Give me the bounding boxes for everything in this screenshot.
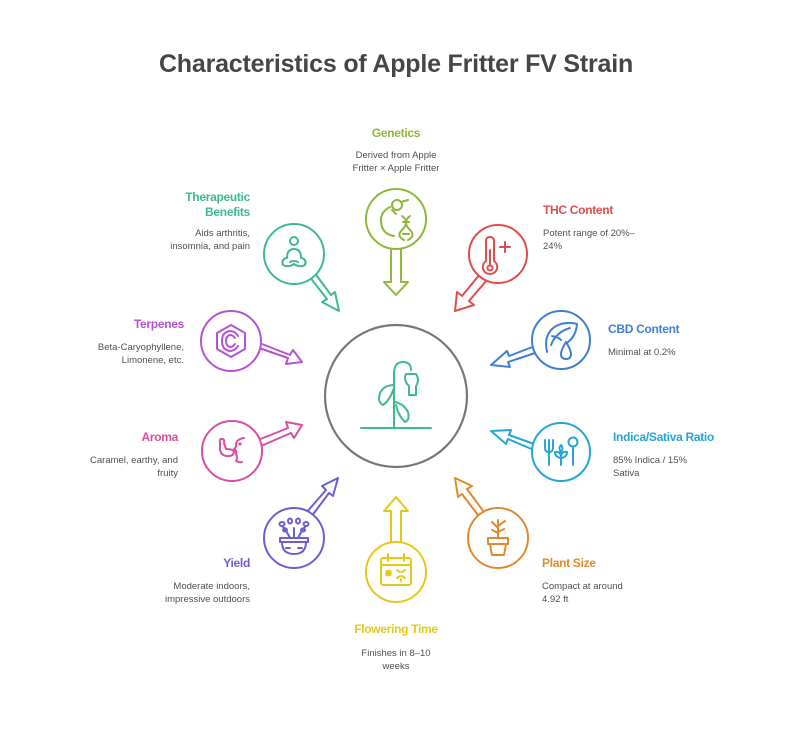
label-therapeutic: Therapeutic Benefits [70, 190, 250, 220]
leaf-drop-icon [545, 321, 578, 360]
label-cbd: CBD Content [608, 322, 680, 336]
desc-flowering: Finishes in 8–10 weeks [316, 648, 476, 673]
desc-line: weeks [382, 660, 410, 672]
desc-line: Finishes in 8–10 [361, 648, 431, 659]
arrow-therapeutic [308, 271, 340, 312]
desc-plant-size: Compact at around 4.92 ft [542, 581, 662, 606]
node-plant-size [454, 477, 529, 569]
desc-line: Limonene, etc. [121, 354, 184, 366]
smell-face-icon [218, 437, 245, 464]
meditation-icon [281, 236, 307, 268]
hexagon-c-icon [216, 324, 246, 358]
label-line: Therapeutic [185, 190, 250, 204]
arrow-ratio [490, 429, 538, 451]
label-terpenes: Terpenes [133, 317, 184, 331]
planter-icon [278, 517, 310, 555]
label-thc: THC Content [543, 203, 614, 217]
page-title: Characteristics of Apple Fritter FV Stra… [158, 50, 634, 78]
desc-line: Sativa [613, 467, 640, 479]
label-flowering: Flowering Time [354, 622, 438, 636]
desc-thc: Potent range of 20%– 24% [543, 228, 663, 253]
desc-ratio: 85% Indica / 15% Sativa [613, 455, 733, 480]
desc-terpenes: Beta-Caryophyllene, Limonene, etc. [44, 342, 184, 367]
wilted-plant-icon [360, 361, 432, 429]
desc-line: insomnia, and pain [170, 240, 250, 252]
desc-line: impressive outdoors [164, 593, 250, 605]
arrow-flowering [383, 496, 409, 544]
desc-line: Moderate indoors, [173, 581, 250, 592]
desc-aroma: Caramel, earthy, and fruity [38, 455, 178, 480]
center-node [323, 323, 469, 469]
label-yield: Yield [223, 556, 250, 570]
genetics-dna-icon [379, 199, 414, 241]
thermometer-plus-icon [481, 236, 511, 275]
node-ratio [490, 422, 591, 482]
node-terpenes [200, 310, 303, 372]
desc-line: 85% Indica / 15% [613, 455, 687, 466]
arrow-yield [305, 477, 339, 518]
desc-line: 4.92 ft [542, 593, 569, 605]
potted-plant-icon [487, 519, 509, 556]
label-line: Benefits [205, 205, 250, 219]
node-aroma [201, 420, 303, 482]
desc-line: Compact at around [542, 581, 623, 592]
desc-yield: Moderate indoors, impressive outdoors [110, 581, 250, 606]
desc-line: fruity [157, 467, 178, 479]
arrow-plant-size [454, 477, 487, 520]
desc-line: Derived from Apple [355, 150, 437, 161]
desc-therapeutic: Aids arthritis, insomnia, and pain [110, 228, 250, 253]
arrow-aroma [257, 421, 303, 447]
node-cbd [490, 310, 591, 370]
node-genetics [365, 188, 427, 296]
label-genetics: Genetics [371, 126, 421, 140]
node-flowering [365, 496, 427, 603]
calendar-flower-icon [380, 553, 412, 586]
arrow-terpenes [258, 343, 303, 365]
desc-line: Potent range of 20%– [543, 228, 635, 239]
desc-cbd: Minimal at 0.2% [608, 347, 758, 360]
desc-line: Fritter × Apple Fritter [352, 162, 440, 174]
arrow-thc [454, 273, 488, 312]
arrow-genetics [383, 248, 409, 296]
fork-spoon-leaf-icon [544, 436, 579, 466]
desc-line: Minimal at 0.2% [608, 347, 676, 358]
node-therapeutic [263, 223, 340, 312]
desc-line: 24% [543, 240, 563, 252]
label-ratio: Indica/Sativa Ratio [613, 430, 714, 444]
desc-line: Beta-Caryophyllene, [97, 342, 184, 353]
arrow-cbd [490, 345, 539, 368]
label-plant-size: Plant Size [542, 556, 596, 570]
desc-line: Caramel, earthy, and [89, 455, 178, 466]
label-aroma: Aroma [141, 430, 178, 444]
desc-line: Aids arthritis, [195, 228, 250, 239]
node-thc [454, 224, 528, 312]
desc-genetics: Derived from Apple Fritter × Apple Fritt… [316, 150, 476, 175]
node-yield [263, 477, 339, 569]
